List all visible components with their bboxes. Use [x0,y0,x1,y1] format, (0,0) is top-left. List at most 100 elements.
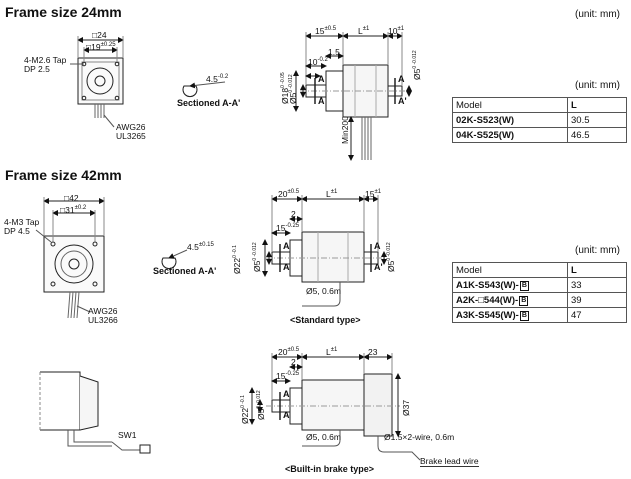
f24-dim-L-value: L [358,26,363,36]
f24-dim-1-5: 1.5 [328,47,340,57]
f42s-dim-20-value: 20 [278,189,288,199]
f42-pitch-value: □31 [60,205,75,215]
header-l: L [567,97,627,113]
frame24-title: Frame size 24mm [5,4,122,20]
f24-dim-15-value: 15 [315,26,325,36]
frame42-spec-table: Model L A1K-S543(W)-B 33 A2K-□544(W)-B 3… [452,262,627,323]
f42s-dim-20: 20±0.5 [278,189,299,199]
f42s-cable-label: Ø5, 0.6m [306,286,341,296]
frame42-standard-view [262,195,387,307]
f24-dim-d5-tol: 0 -0.012 [288,74,295,93]
f42b-dim-L-value: L [326,347,331,357]
f42b-dim-d5-value: Ø5 [256,408,266,420]
cell-l: 46.5 [567,127,627,143]
table-row: A1K-S543(W)-B 33 [452,277,627,293]
f42b-lead-label: Brake lead wire [420,456,479,467]
f24-marker-a-top: A [318,74,325,84]
model-text: A2K- [456,294,479,306]
f42s-dim-15: 15-0.25 [276,223,299,233]
f24-dim-10b-value: 10 [308,57,318,67]
f24-marker-ap-bottom: A' [398,96,407,106]
f24-dim-d5-right: Ø50 -0.012 [412,50,422,80]
f24-pitch-tol: ±0.25 [100,42,116,49]
f42-standard-caption: <Standard type> [290,315,361,325]
f42s-dim-15-tol: -0.25 [285,223,300,230]
cell-l: 30.5 [567,112,627,128]
f42s-dim-2: 2 [291,209,296,219]
f42b-marker-a-bottom: A [283,410,290,420]
frame42-front-view [35,197,105,319]
f42-pitch-tol: ±0.2 [74,205,87,212]
f42b-dim-15-value: 15 [276,371,286,381]
f42s-dim-L-value: L [326,189,331,199]
f24-tap-depth: DP 2.5 [24,64,50,74]
f42-brake-caption: <Built-in brake type> [285,464,375,474]
cell-model: A1K-S543(W)-B [452,277,568,293]
header-l: L [567,262,627,278]
f24-pitch-label: □19±0.25 [86,42,116,52]
f24-dim-L-tol: ±1 [362,26,370,33]
f24-wire-awg: AWG26 [116,122,146,132]
model-text: A1K-S543(W)- [456,279,519,291]
f42b-dim-2: 2 [291,357,296,367]
f42s-dim-d5r-tol: 0 -0.012 [386,242,393,261]
f24-section-label: Sectioned A-A' [177,98,241,108]
f24-wire-ul: UL3265 [116,131,146,141]
f42b-dim-d22-value: Ø22 [240,407,250,424]
f24-dim-d5r-tol: 0 -0.012 [412,50,419,69]
f42b-dim-d37: Ø37 [401,399,411,416]
f24-section-dim: 4.5-0.2 [206,74,228,84]
f24-dim-15-tol: ±0.5 [324,26,337,33]
f42b-dim-d22-tol: 0 -0.1 [240,395,247,408]
f42s-marker-ap-top: A [374,241,381,251]
frame42-brake-view [249,353,421,461]
frame42-section [161,249,188,270]
f42s-dim-20-tol: ±0.5 [287,189,300,196]
f42b-dim-L-tol: ±1 [330,347,338,354]
header-model: Model [452,97,568,113]
table-row: 02K-S523(W) 30.5 [452,112,627,128]
f42-wire-ul: UL3266 [88,315,118,325]
frame42-brake-sketch [39,371,151,454]
brake-option-box: B [519,295,529,306]
f42b-dim-d5: Ø50 -0.012 [256,390,266,420]
f42b-dim-15-tol: -0.25 [285,371,300,378]
f42b-dim-15: 15-0.25 [276,371,299,381]
f24-section-dim-value: 4.5 [206,74,218,84]
f24-dim-10a-tol: ±1 [397,26,405,33]
f42s-marker-ap-bottom: A' [374,262,383,272]
table-row: 04K-S525(W) 46.5 [452,127,627,143]
f42s-dim-d22: Ø220 -0.1 [232,245,242,274]
frame24-front-view [70,36,124,128]
f24-dim-15: 15±0.5 [315,26,336,36]
f42s-dim-d22-value: Ø22 [232,257,242,274]
f24-dim-10a: 10±1 [388,26,404,36]
cell-model: 02K-S523(W) [452,112,568,128]
f24-dim-10a-value: 10 [388,26,398,36]
f42s-dim-d5r-value: Ø5 [386,260,396,272]
f42s-marker-a-bottom: A [283,262,290,272]
cell-l: 39 [567,292,627,308]
f24-marker-a-bottom: A [318,96,325,106]
f42-tap-depth: DP 4.5 [4,226,30,236]
f24-dim-d18-tol: 0 -0.05 [280,72,287,88]
f42s-dim-15-value: 15 [276,223,286,233]
f42s-dim-L: L±1 [326,189,337,199]
f42s-dim-d5-right: Ø50 -0.012 [386,242,396,272]
f24-marker-ap-top: A [398,74,405,84]
f42-section-dim-tol: ±0.15 [198,242,214,249]
model-text-mid: □544(W)- [478,294,519,306]
f42b-cable-label: Ø5, 0.6m [306,432,341,442]
f24-dim-10b-tol: -0.2 [317,57,328,64]
f24-tap-label: 4-M2.6 Tap [24,55,67,65]
frame42-table-unit: (unit: mm) [575,245,620,256]
cell-model: 04K-S525(W) [452,127,568,143]
header-model: Model [452,262,568,278]
cell-l: 47 [567,307,627,323]
f42b-dim-20-value: 20 [278,347,288,357]
f42b-brake-wire-label: Ø1.5×2-wire, 0.6m [384,432,455,442]
f42s-dim-15r-value: 15 [365,189,375,199]
f42b-sw1-label: SW1 [118,430,137,440]
f42-pitch-label: □31±0.2 [60,205,86,215]
